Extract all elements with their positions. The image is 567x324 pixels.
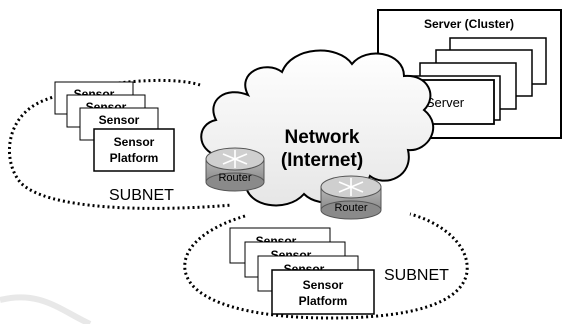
router-left: Router bbox=[205, 147, 265, 192]
subnet-label: SUBNET bbox=[109, 187, 174, 204]
sensor-label: Sensor bbox=[99, 113, 140, 127]
subnet-boundary bbox=[7, 78, 233, 210]
sensor-platform-label-line1: Sensor bbox=[114, 135, 155, 149]
sensor-platform-box bbox=[93, 128, 175, 172]
router-right: Router bbox=[320, 175, 382, 220]
subnet-bottom: Sensor Sensor Sensor Sensor Platform SUB… bbox=[183, 212, 469, 320]
network-title-line2: (Internet) bbox=[281, 150, 363, 171]
sensor-platform-label-line1: Sensor bbox=[303, 278, 344, 292]
router-arrows-icon bbox=[338, 178, 364, 196]
router-label: Router bbox=[218, 172, 251, 184]
decorative-arc bbox=[0, 294, 92, 324]
router-label: Router bbox=[334, 202, 367, 214]
router-base bbox=[320, 200, 382, 220]
subnet-left: Sensor Sensor Sensor Sensor Platform SUB… bbox=[7, 78, 233, 210]
router-base bbox=[205, 172, 265, 192]
subnet-boundary bbox=[183, 212, 469, 320]
router-arrows-icon bbox=[222, 150, 248, 168]
sensor-platform-box bbox=[271, 269, 375, 315]
sensor-platform-label-line2: Platform bbox=[110, 151, 159, 165]
server-cluster: Server (Cluster) Server bbox=[377, 9, 562, 139]
server-label: Server bbox=[426, 95, 465, 110]
network-title-line1: Network bbox=[285, 127, 360, 148]
server-cluster-title: Server (Cluster) bbox=[424, 17, 514, 31]
sensor-platform-label-line2: Platform bbox=[299, 294, 348, 308]
subnet-label: SUBNET bbox=[384, 267, 449, 284]
